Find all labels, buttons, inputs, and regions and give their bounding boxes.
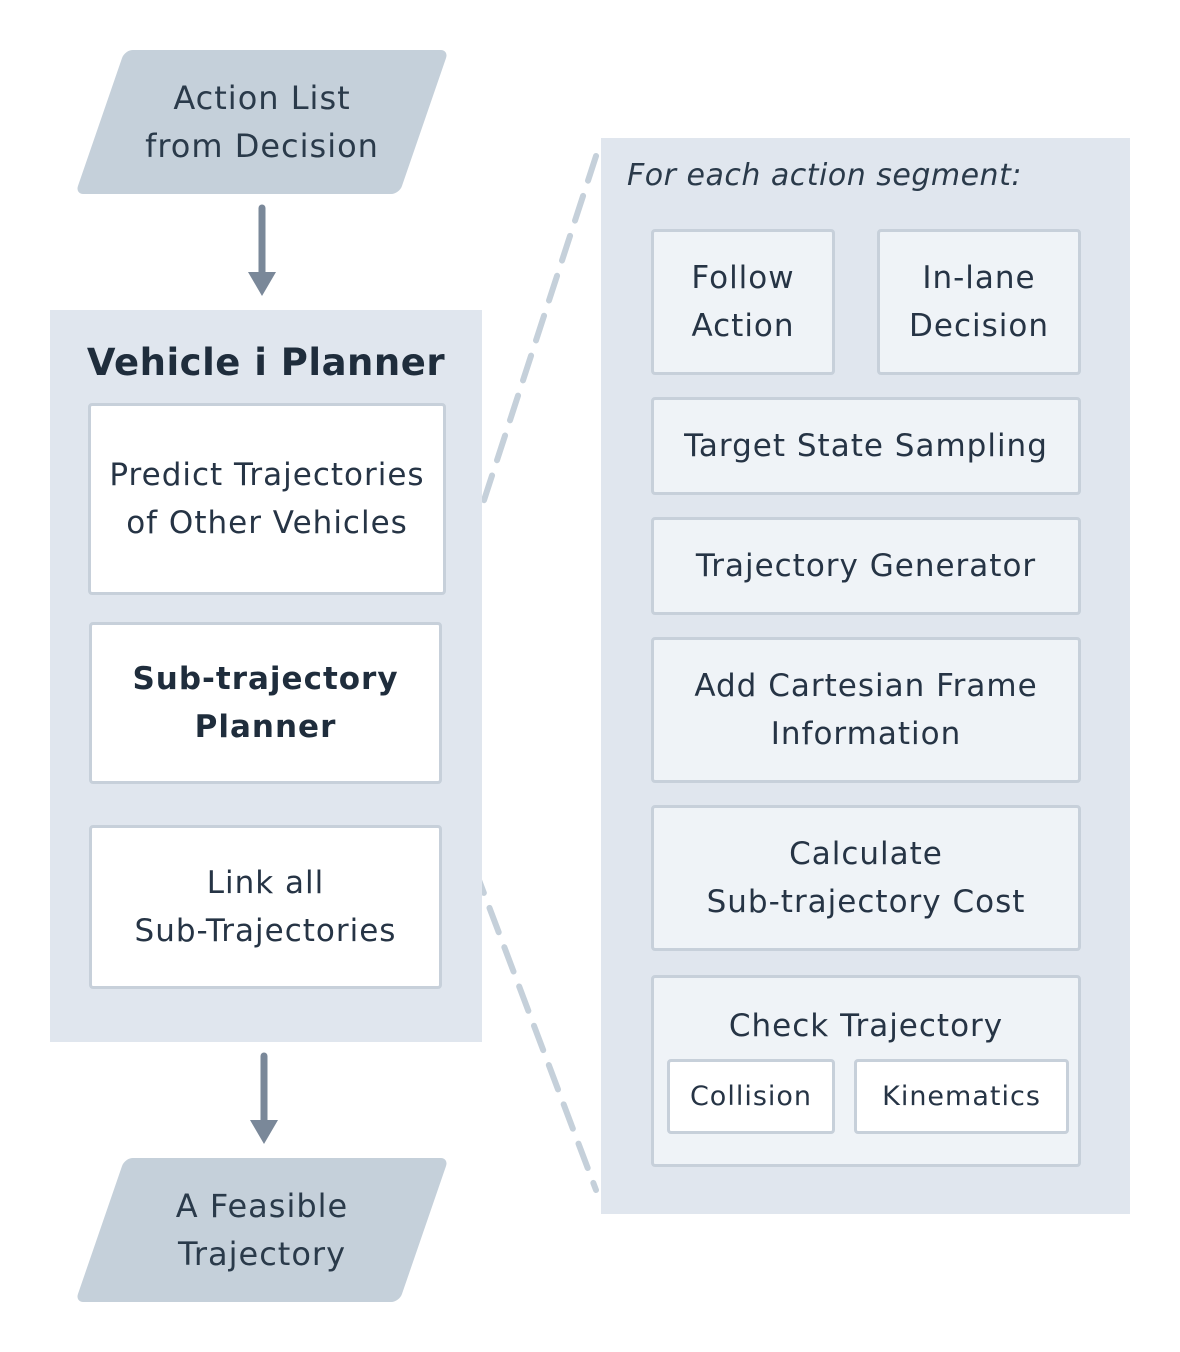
arrow-input-to-planner: [248, 204, 276, 296]
detail-heading: For each action segment:: [627, 158, 1022, 193]
planner-title: Vehicle i Planner: [86, 340, 446, 384]
output-node: A Feasible Trajectory: [75, 1158, 449, 1302]
predict-trajectories-step: Predict Trajectories of Other Vehicles: [88, 403, 446, 595]
target-state-sampling-step: Target State Sampling: [651, 397, 1081, 495]
input-label: Action List from Decision: [145, 79, 379, 165]
sub-trajectory-planner-step: Sub-trajectory Planner: [89, 622, 442, 784]
zoom-line-bottom: [442, 787, 599, 1193]
link-sub-trajectories-step: Link all Sub-Trajectories: [89, 825, 442, 989]
output-label: A Feasible Trajectory: [175, 1187, 349, 1273]
follow-action-box: Follow Action: [651, 229, 835, 375]
check-trajectory-label: Check Trajectory: [728, 1008, 1004, 1044]
trajectory-generator-step: Trajectory Generator: [651, 517, 1081, 615]
input-node: Action List from Decision: [75, 50, 449, 194]
in-lane-decision-box: In-lane Decision: [877, 229, 1081, 375]
kinematics-check: Kinematics: [854, 1059, 1069, 1134]
collision-check: Collision: [667, 1059, 835, 1134]
calculate-cost-step: Calculate Sub-trajectory Cost: [651, 805, 1081, 951]
add-cartesian-frame-step: Add Cartesian Frame Information: [651, 637, 1081, 783]
arrow-planner-to-output: [250, 1052, 278, 1144]
